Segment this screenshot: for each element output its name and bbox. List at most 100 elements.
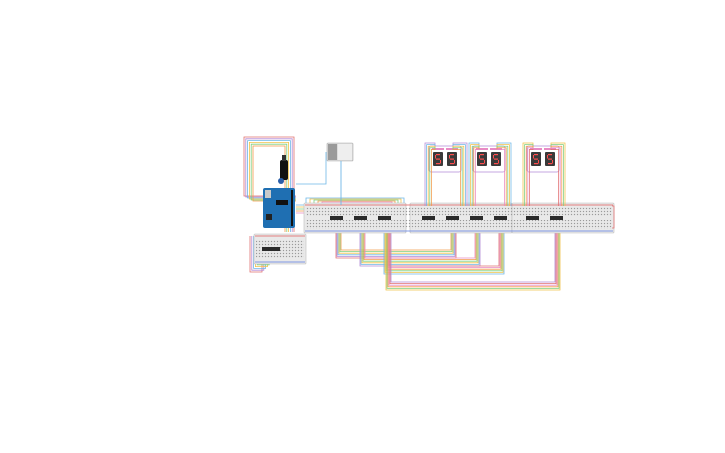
resistor-row [530,148,542,150]
breadboard-holes-top [306,207,612,216]
display-group-1 [428,145,462,173]
usb-cable [280,160,288,180]
wire-left-loop-2 [245,138,296,232]
small-breadboard-chip [262,247,280,251]
arduino-usb-port [265,190,271,198]
wire-top-right-2-4 [496,147,507,206]
segment-g [436,158,440,160]
wire-left-down-2 [251,236,265,271]
display-group-frame [428,145,462,173]
wire-top-left-1-5 [431,149,436,206]
wire-top-left-2-4 [473,147,480,206]
shift-register-6 [470,216,483,220]
segment-a [534,154,538,156]
wire-bottom-2-3 [361,222,479,264]
wire-top-left-2-5 [475,149,480,206]
seven-segment-displays [428,145,560,173]
wire-top-right-3-4 [550,147,561,206]
wire-top-left-1-4 [429,147,436,206]
segment-f [479,155,480,159]
arduino-board [263,155,295,228]
segment-a [480,154,484,156]
segment-c [454,160,455,164]
shift-register-8 [526,216,539,220]
resistor-row [446,148,458,150]
segment-c [538,160,539,164]
shift-register-3 [378,216,391,220]
wire-keypad [296,152,327,185]
segment-d [436,163,440,165]
wire-bottom-2-2 [360,222,480,265]
wire-bottom-2-4 [362,222,478,262]
resistor-row [432,148,444,150]
display-group-3 [526,145,560,173]
display-group-frame [472,145,506,173]
small-breadboard [253,233,307,265]
resistor-row [476,148,488,150]
segment-a [494,154,498,156]
wire-bottom-3-1 [383,222,505,275]
segment-d [450,163,454,165]
shift-register-7 [494,216,507,220]
shift-register-5 [446,216,459,220]
wire-bottom-1-4 [338,222,454,254]
segment-f [547,155,548,159]
segment-g [548,158,552,160]
wire-bottom-4-4 [388,222,558,286]
resistor-row [544,148,556,150]
segment-d [534,163,538,165]
segment-d [494,163,498,165]
shift-register-1 [330,216,343,220]
wire-right-end [612,205,615,229]
wire-bottom-1-3 [337,222,455,256]
keypad-keys-left [328,144,337,160]
wire-top-right-3-5 [550,149,559,206]
wire-top-left-3-4 [527,147,534,206]
wire-left-loop-1 [243,136,296,232]
keypad [326,142,354,205]
segment-g [494,158,498,160]
wire-bottom-1-2 [336,222,456,257]
shift-register-chips [330,216,563,220]
shift-register-4 [422,216,435,220]
wire-bottom-2-5 [363,222,477,260]
segment-g [480,158,484,160]
wire-top-right-1-4 [452,147,463,206]
segment-c [440,160,441,164]
segment-c [484,160,485,164]
shift-register-9 [550,216,563,220]
segment-d [480,163,484,165]
segment-g [450,158,454,160]
wire-bottom-4-3 [387,222,559,288]
potentiometer [278,178,284,184]
shift-register-2 [354,216,367,220]
segment-a [548,154,552,156]
wire-top-left-3-5 [529,149,534,206]
segment-a [436,154,440,156]
wire-bottom-1-6 [340,222,452,251]
display-group-2 [472,145,506,173]
segment-f [533,155,534,159]
segment-f [493,155,494,159]
wire-top-right-1-5 [452,149,461,206]
display-group-frame [526,145,560,173]
wire-bottom-2-6 [364,222,476,259]
wire-bottom-4-5 [389,222,557,284]
keypad-keys-right [338,144,352,160]
segment-f [435,155,436,159]
segment-d [548,163,552,165]
wire-bottom-4-2 [386,222,560,289]
main-breadboard [303,202,615,234]
segment-c [552,160,553,164]
wire-bottom-1-5 [339,222,453,252]
segment-f [449,155,450,159]
arduino-mcu [276,200,288,205]
segment-c [498,160,499,164]
segment-g [534,158,538,160]
wire-bottom-4-1 [385,222,561,291]
resistor-row [490,148,502,150]
wire-arduino-bb-1 [296,197,405,210]
segment-a [450,154,454,156]
arduino-power-jack [266,214,272,220]
